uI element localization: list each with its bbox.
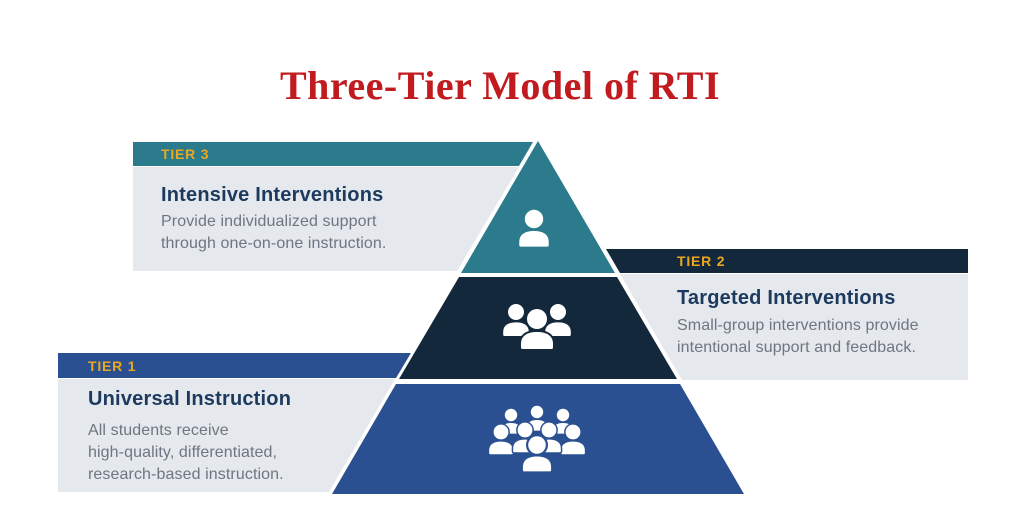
tier3-card (133, 167, 519, 271)
tier2-description: Small-group interventions provide intent… (677, 317, 919, 356)
tier3-header-bar (133, 142, 533, 166)
tier3-description: Provide individualized support through o… (161, 213, 387, 252)
tier1-header-bar (58, 353, 411, 378)
tier1-description: All students receive high-quality, diffe… (88, 422, 284, 483)
tier1-card (58, 379, 395, 492)
tier1-heading: Universal Instruction (88, 388, 292, 410)
tier2-heading: Targeted Interventions (677, 287, 896, 309)
page-title: Three-Tier Model of RTI (279, 63, 721, 108)
tier2-label: TIER 2 (677, 253, 726, 269)
tier1-label: TIER 1 (88, 358, 137, 374)
tier2-card (620, 274, 968, 380)
tier3-heading: Intensive Interventions (161, 184, 384, 206)
pyramid-tier3-segment (461, 141, 615, 273)
tier3-label: TIER 3 (161, 146, 210, 162)
tier2-header-bar (606, 249, 968, 273)
